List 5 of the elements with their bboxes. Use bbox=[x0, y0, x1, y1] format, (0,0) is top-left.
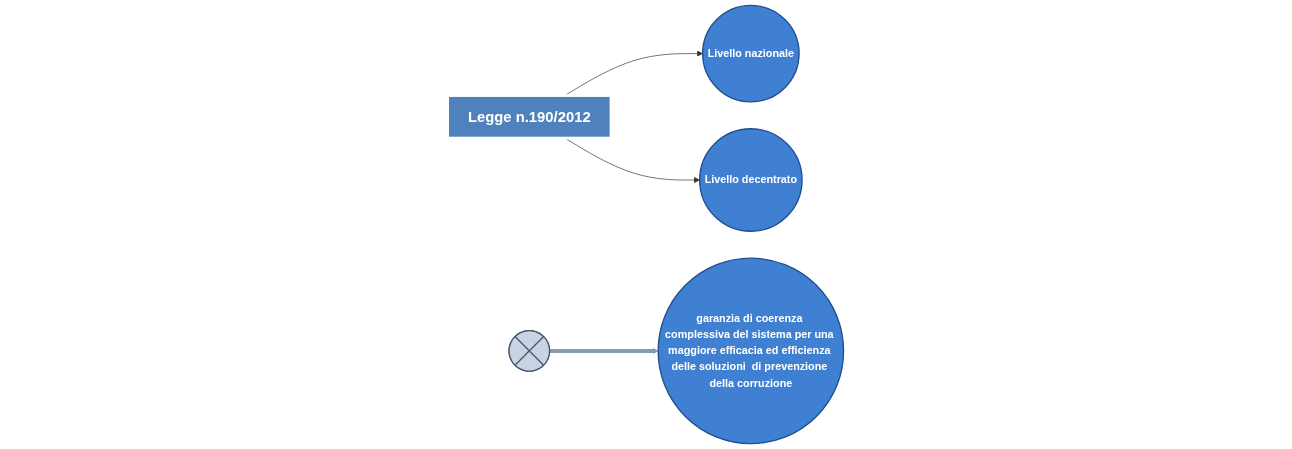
arrow bbox=[549, 347, 659, 354]
node-circle: Livello decentrato bbox=[699, 128, 804, 232]
node-circle: garanzia di coerenza complessiva del sistema per una maggiore efficacia ed efficienza delle soluzioni di prevenzione della corruzione bbox=[657, 257, 845, 445]
node-circle: Livello nazionale bbox=[702, 4, 801, 103]
node-box: Legge n.190/2012 bbox=[446, 94, 613, 140]
